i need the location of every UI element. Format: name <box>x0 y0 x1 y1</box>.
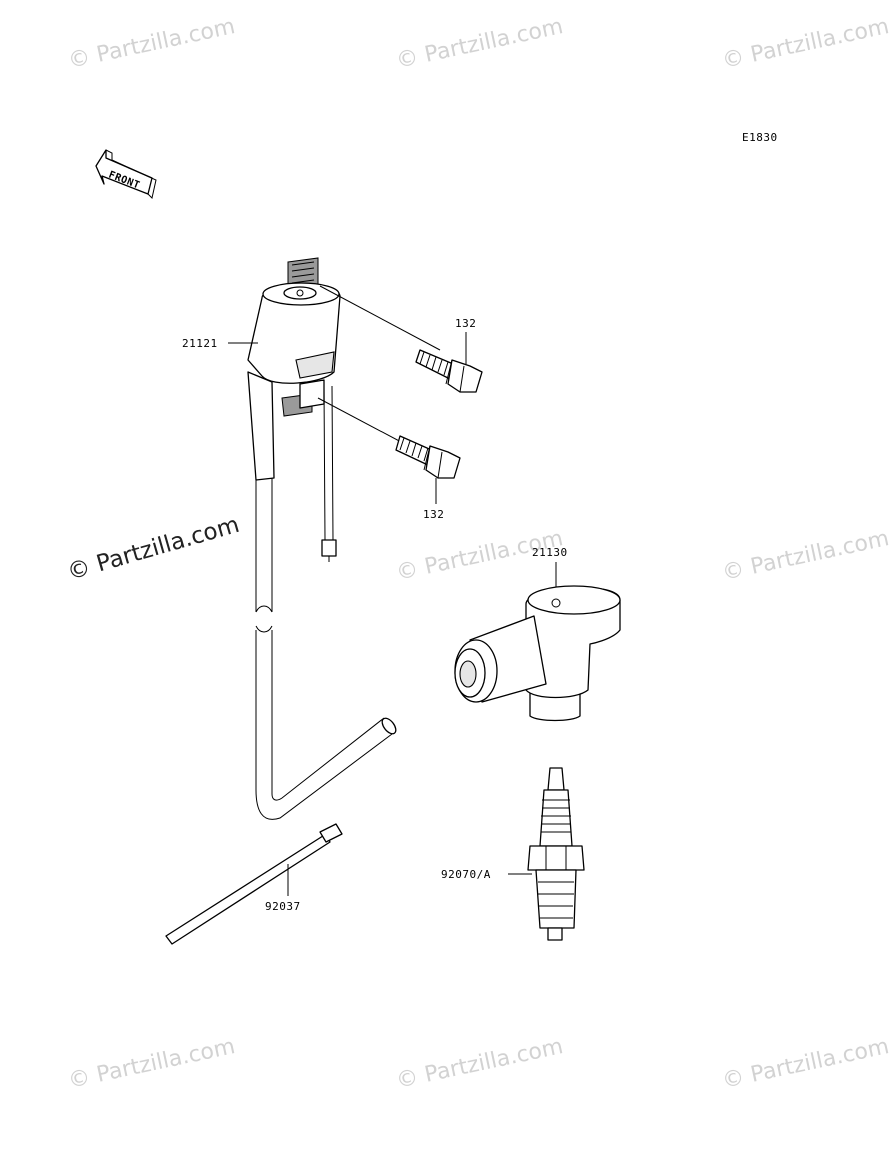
part-label-92037: 92037 <box>265 900 301 913</box>
diagram-code: E1830 <box>742 131 778 144</box>
watermark: © Partzilla.com <box>720 1034 891 1094</box>
bolt-lower <box>317 397 461 504</box>
part-label-21121: 21121 <box>182 337 218 350</box>
watermark: © Partzilla.com <box>66 1034 237 1094</box>
bolt-upper <box>319 285 483 393</box>
part-label-132-upper: 132 <box>455 317 476 330</box>
ignition-coil <box>247 257 397 820</box>
spark-plug-cap <box>454 562 621 722</box>
part-label-21130: 21130 <box>532 546 568 559</box>
watermark: © Partzilla.com <box>394 1034 565 1094</box>
cable-tie <box>165 823 343 945</box>
part-label-132-lower: 132 <box>423 508 444 521</box>
watermark: © Partzilla.com <box>720 526 891 586</box>
watermark-main: © Partzilla.com <box>64 512 242 586</box>
watermark: © Partzilla.com <box>720 14 891 74</box>
watermark: © Partzilla.com <box>394 14 565 74</box>
part-label-92070a: 92070/A <box>441 868 491 881</box>
spark-plug <box>527 767 585 941</box>
front-arrow-icon: FRONT <box>95 149 157 199</box>
watermark: © Partzilla.com <box>66 14 237 74</box>
